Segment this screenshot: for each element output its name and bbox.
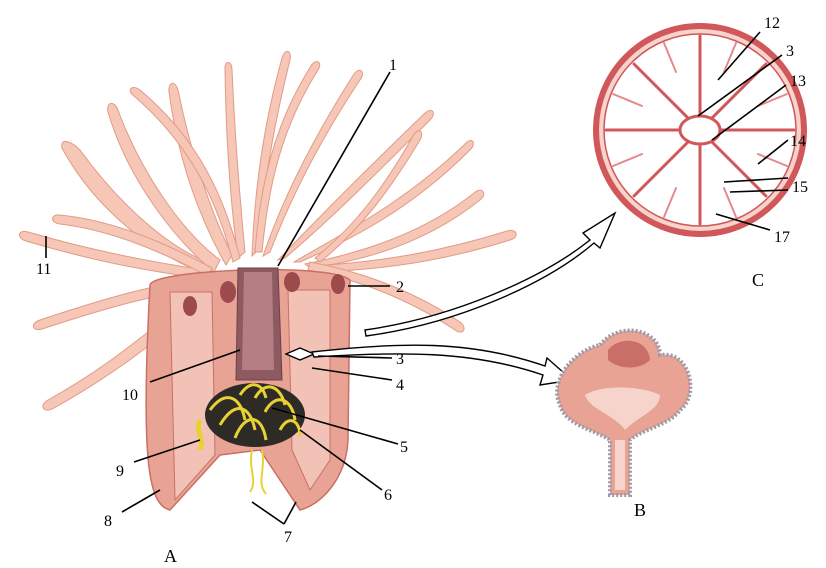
- panel-label-b: B: [634, 500, 646, 520]
- label-7: 7: [284, 529, 292, 546]
- label-4: 4: [396, 377, 404, 394]
- label-3: 3: [396, 351, 404, 368]
- label-10: 10: [122, 387, 138, 404]
- panel-label-c: C: [752, 270, 764, 290]
- arrow-to-c: [365, 213, 615, 336]
- label-8: 8: [104, 513, 112, 530]
- label-2: 2: [396, 279, 404, 296]
- label-5: 5: [400, 439, 408, 456]
- panel-label-a: A: [164, 546, 177, 566]
- label-9: 9: [116, 463, 124, 480]
- label-15: 15: [792, 179, 808, 196]
- label-12: 12: [764, 15, 780, 32]
- label-11: 11: [36, 261, 51, 278]
- panel-c-section: [596, 26, 804, 234]
- panel-b-section: [557, 331, 690, 495]
- label-17: 17: [774, 229, 790, 246]
- label-1: 1: [389, 57, 397, 74]
- label-3-c: 3: [786, 43, 794, 60]
- label-6: 6: [384, 487, 392, 504]
- label-13: 13: [790, 73, 806, 90]
- label-14: 14: [790, 133, 806, 150]
